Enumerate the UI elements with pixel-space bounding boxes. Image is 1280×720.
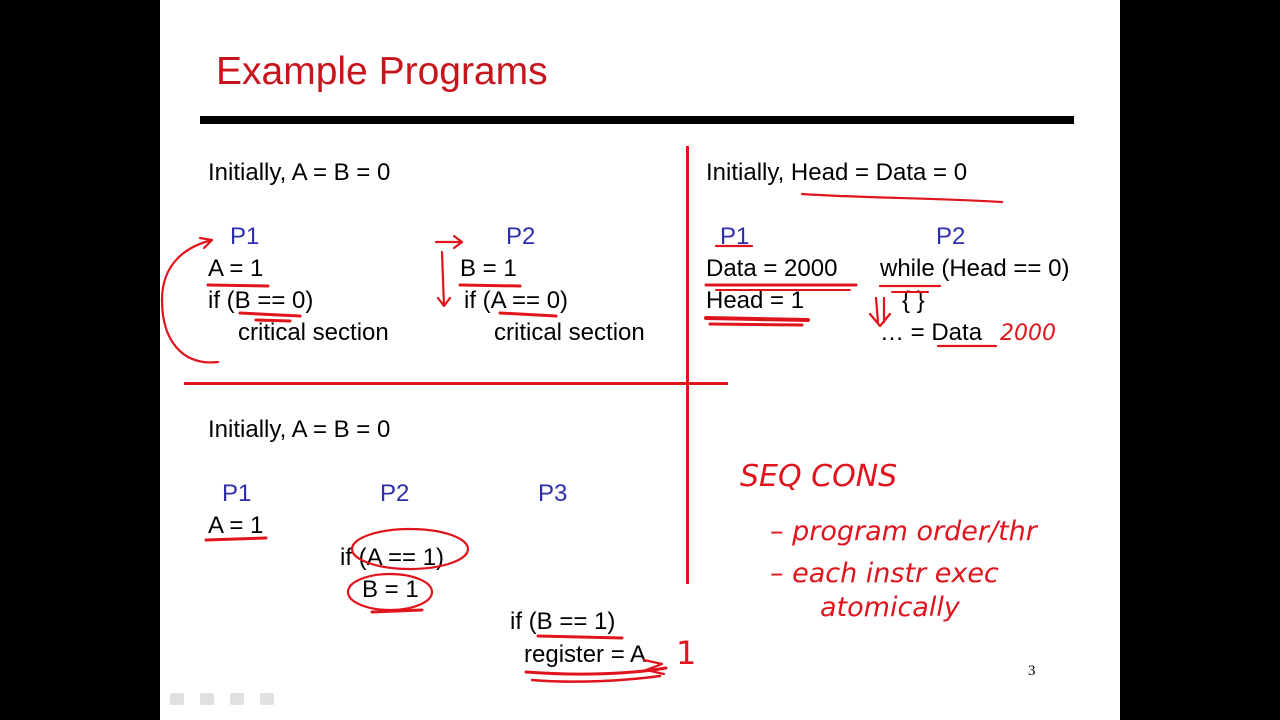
q3-p1-label: P1 (222, 480, 252, 507)
vertical-divider (686, 146, 689, 584)
horizontal-divider (184, 382, 728, 385)
prev-icon[interactable] (170, 693, 184, 705)
q2-p2-line1: while (Head == 0) (880, 255, 1070, 282)
q1-p2-line2: if (A == 0) (464, 287, 569, 314)
data-value-ink: 2000 (1000, 321, 1056, 346)
next-icon[interactable] (260, 693, 274, 705)
circle-b-eq-1-ink (346, 572, 434, 612)
q1-init: Initially, A = B = 0 (208, 159, 391, 186)
underline-head1-ink (704, 316, 810, 322)
q2-init: Initially, Head = Data = 0 (706, 159, 968, 186)
loop-arrow-ink (160, 238, 220, 364)
q1-p1-line1: A = 1 (208, 255, 264, 282)
underline-b0-ink (238, 311, 302, 318)
q1-p1-line2: if (B == 0) (208, 287, 314, 314)
underline-b0-2-ink (254, 318, 292, 323)
squiggle-register-ink (642, 658, 666, 676)
p2-right-arrow-ink (434, 234, 464, 250)
q2-p1-line2: Head = 1 (706, 287, 805, 314)
q3-p1-line1: A = 1 (208, 512, 264, 539)
q1-p1-line3: critical section (238, 319, 389, 346)
slide: Example Programs Initially, A = B = 0 P1… (160, 0, 1120, 720)
underline-a0-ink (498, 311, 558, 318)
q1-p2-label: P2 (506, 223, 536, 250)
underline-b-eq-1-ink (370, 608, 424, 614)
slide-toolbar (170, 692, 290, 712)
underline-head-data-ink (800, 192, 1004, 204)
underline-register-ink (524, 666, 668, 676)
q3-p3-line1: if (B == 1) (510, 608, 616, 635)
q2-p2-label: P2 (936, 223, 966, 250)
p2-down-arrow-ink (436, 250, 452, 308)
underline-q3-a1-ink (204, 536, 268, 542)
register-value-ink: 1 (676, 634, 696, 672)
seq-cons-ink: SEQ CONS (740, 459, 897, 494)
bullet-each-instr-ink: – each instr exec (770, 558, 999, 589)
ink-annotations: 2000 1 SEQ CONS – program order/thr – ea… (160, 192, 1056, 683)
title-rule (200, 116, 1074, 124)
down-double-arrow-ink (868, 296, 892, 328)
underline-b-eq1-p3-ink (536, 634, 624, 640)
q3-init: Initially, A = B = 0 (208, 416, 391, 443)
slide-title: Example Programs (216, 50, 548, 93)
bullet-atomically-ink: atomically (820, 592, 961, 623)
loop-arrowhead-ink (198, 236, 214, 250)
underline-head1-2-ink (708, 322, 804, 327)
bullet-program-order-ink: – program order/thr (770, 516, 1039, 547)
underline-b1-ink (458, 283, 522, 288)
q1-p1-label: P1 (230, 223, 260, 250)
q2-p2-line3: … = Data (880, 319, 983, 346)
q2-p2-line2: { } (902, 287, 925, 314)
q1-p2-line1: B = 1 (460, 255, 517, 282)
q3-p2-line2: B = 1 (362, 576, 419, 603)
q3-p2-label: P2 (380, 480, 410, 507)
circle-a-eq-1-ink (350, 527, 470, 571)
q2-p1-line1: Data = 2000 (706, 255, 838, 282)
underline-register-2-ink (530, 674, 662, 683)
page-number: 3 (1028, 663, 1036, 679)
q3-p3-line2: register = A (524, 641, 647, 668)
menu-icon[interactable] (230, 693, 244, 705)
q3-p3-label: P3 (538, 480, 568, 507)
pen-icon[interactable] (200, 693, 214, 705)
underline-a1-ink (206, 283, 270, 288)
q1-p2-line3: critical section (494, 319, 645, 346)
